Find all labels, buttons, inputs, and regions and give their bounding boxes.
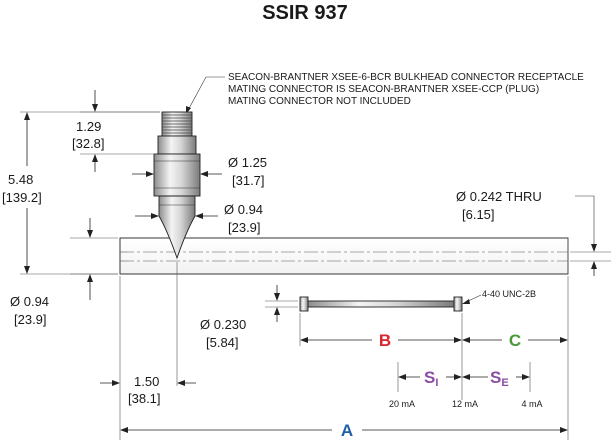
current-mid: 12 mA [452, 399, 478, 409]
dim-body-diameter: Ø 0.94 [23.9] [10, 218, 118, 327]
dim-thru-hole: Ø 0.242 THRU [6.15] [456, 189, 611, 276]
rod-left-cap [299, 296, 309, 312]
body-tube [119, 237, 569, 275]
rod-shaft [307, 300, 455, 308]
offset-in: 1.50 [134, 374, 159, 389]
connector-neck [158, 195, 196, 260]
label-SI-sub: I [435, 377, 438, 389]
dim-rod-diameter: Ø 0.230 [5.84] [200, 285, 298, 350]
current-left: 20 mA [389, 399, 415, 409]
connector-note-line2: MATING CONNECTOR IS SEACON-BRANTNER XSEE… [228, 84, 539, 95]
connector-collar [157, 135, 197, 155]
drawing-title: SSIR 937 [262, 2, 348, 24]
dim-connector-length: 1.29 [32.8] [72, 90, 160, 172]
label-SI-main: S [424, 368, 435, 387]
rod-diameter-in: Ø 0.230 [200, 317, 246, 332]
dim-overall-height: 5.48 [139.2] [2, 111, 160, 275]
overall-height-in: 5.48 [8, 172, 33, 187]
dim-offset: 1.50 [38.1] [100, 374, 196, 406]
sensor-rod: 4-40 UNC-2B [299, 289, 536, 312]
label-SE-main: S [490, 368, 501, 387]
neck-diameter-mm: [23.9] [228, 220, 261, 235]
current-right: 4 mA [521, 399, 542, 409]
thread-label: 4-40 UNC-2B [482, 289, 536, 299]
thru-hole-mm: [6.15] [462, 207, 495, 222]
connector-note-line3: MATING CONNECTOR NOT INCLUDED [228, 96, 411, 107]
dim-neck-diameter: Ø 0.94 [23.9] [135, 202, 263, 235]
thread-lines [162, 114, 192, 134]
neck-diameter-in: Ø 0.94 [224, 202, 263, 217]
overall-height-mm: [139.2] [2, 190, 42, 205]
label-B: B [379, 331, 391, 350]
connector-diameter-in: Ø 1.25 [228, 155, 267, 170]
connector-length-mm: [32.8] [72, 136, 105, 151]
body-diameter-in: Ø 0.94 [10, 294, 49, 309]
connector-diameter-mm: [31.7] [232, 173, 265, 188]
connector-shell [153, 153, 201, 197]
label-A: A [341, 421, 353, 440]
dim-connector-diameter: Ø 1.25 [31.7] [132, 155, 267, 188]
connector-receptacle [153, 111, 201, 260]
dim-A: A [120, 421, 568, 440]
thru-hole-in: Ø 0.242 THRU [456, 189, 542, 204]
dim-SE: SE [462, 368, 530, 389]
label-SI: SI [424, 368, 438, 389]
body-diameter-mm: [23.9] [14, 312, 47, 327]
dim-SI: SI [398, 368, 462, 389]
label-SE-sub: E [501, 377, 508, 389]
rod-diameter-mm: [5.84] [206, 335, 239, 350]
sensor-body [119, 237, 569, 275]
offset-mm: [38.1] [128, 391, 161, 406]
label-SE: SE [490, 368, 509, 389]
dim-C: C [462, 331, 568, 350]
dim-B: B [300, 331, 462, 350]
connector-note: SEACON-BRANTNER XSEE-6-BCR BULKHEAD CONN… [185, 72, 584, 115]
note-leader-line [185, 76, 225, 115]
label-C: C [509, 331, 521, 350]
rod-right-cap [453, 296, 463, 312]
connector-note-line1: SEACON-BRANTNER XSEE-6-BCR BULKHEAD CONN… [228, 72, 584, 83]
connector-length-in: 1.29 [76, 119, 101, 134]
